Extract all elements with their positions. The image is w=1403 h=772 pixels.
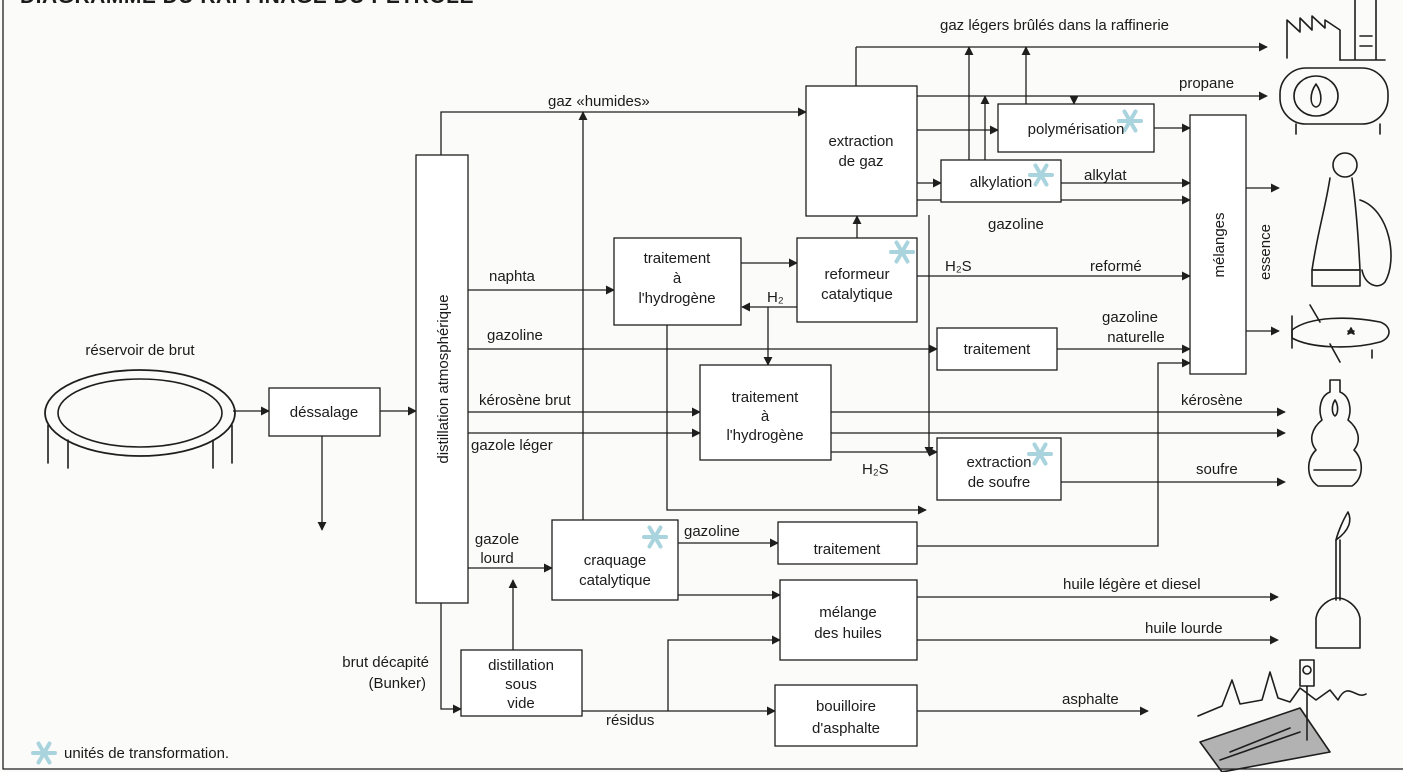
melange-huiles-box: [779, 579, 918, 661]
traitement-gazoline-box: [936, 327, 1058, 371]
melange-huiles-label-1: mélange: [819, 604, 877, 621]
bouilloire-asphalte-box: [774, 684, 918, 747]
oil-can-icon: [1315, 511, 1361, 649]
legend-star-icon: [31, 741, 57, 765]
alkylation-label: alkylation: [970, 174, 1033, 191]
gaz-humides-label: gaz «humides»: [548, 93, 650, 110]
extraction-gaz-label-2: de gaz: [838, 153, 883, 170]
legend-text: unités de transformation.: [64, 745, 229, 762]
craquage-label-1: craquage: [584, 552, 647, 569]
road-landscape-icon: [1197, 659, 1367, 772]
gazoline-label: gazoline: [487, 327, 543, 344]
gazoline-naturelle-label-1: gazoline: [1102, 309, 1158, 326]
refinery-factory-icon: [1286, 0, 1386, 61]
traitement-h2-2-label-1: traitement: [732, 389, 800, 406]
extraction-soufre-label-2: de soufre: [968, 474, 1031, 491]
traitement-h2-1-label-3: l'hydrogène: [638, 290, 715, 307]
brut-decapite-label-1: brut décapité: [342, 654, 429, 671]
propane-tank-icon: [1279, 67, 1389, 135]
gazoline-extraction-label: gazoline: [988, 216, 1044, 233]
traitement-craquage-label: traitement: [814, 541, 882, 558]
flow-labels: gaz légers brûlés dans la raffinerie pro…: [342, 17, 1274, 729]
distillation-atm-label: distillation atmosphérique: [435, 294, 452, 463]
asphalte-label: asphalte: [1062, 691, 1119, 708]
flow-lines: [233, 42, 1286, 716]
h2-label: H₂: [767, 289, 784, 306]
h2s-2-label: H₂S: [862, 461, 889, 478]
soufre-label: soufre: [1196, 461, 1238, 478]
oil-lamp-icon: [1307, 379, 1363, 487]
gazoline-naturelle-label-2: naturelle: [1107, 329, 1165, 346]
diagram-title: DIAGRAMME DU RAFFINAGE DU PÉTROLE: [20, 0, 474, 8]
essence-label: essence: [1257, 224, 1274, 280]
gazole-leger-label: gazole léger: [471, 437, 553, 454]
melanges-label: mélanges: [1211, 212, 1228, 277]
reformeur-label-1: reformeur: [824, 266, 889, 283]
h2s-1-label: H₂S: [945, 258, 972, 275]
huile-lourde-label: huile lourde: [1145, 620, 1223, 637]
unit-labels: réservoir de brut déssalage distillation…: [85, 121, 1228, 737]
airplane-icon: [1291, 304, 1390, 363]
dessalage-box: [268, 387, 381, 437]
polymerisation-label: polymérisation: [1028, 121, 1125, 138]
bouilloire-label-2: d'asphalte: [812, 720, 880, 737]
traitement-hydrogene-2-box: [699, 364, 832, 461]
traitement-h2-1-label-1: traitement: [644, 250, 712, 267]
naphta-label: naphta: [489, 268, 536, 285]
brut-decapite-label-2: (Bunker): [368, 675, 426, 692]
gaz-legers-label: gaz légers brûlés dans la raffinerie: [940, 17, 1169, 34]
distillation-atmospherique-box: [415, 154, 469, 604]
huile-legere-label: huile légère et diesel: [1063, 576, 1201, 593]
extraction-soufre-label-1: extraction: [966, 454, 1031, 471]
gas-pump-icon: [1311, 152, 1392, 287]
distillation-vide-label-1: distillation: [488, 657, 554, 674]
extraction-soufre-box: [936, 437, 1062, 501]
extraction-gaz-box: [805, 85, 918, 217]
gazole-lourd-label-2: lourd: [480, 550, 513, 567]
traitement-craquage-box: [777, 521, 918, 565]
melange-huiles-label-2: des huiles: [814, 625, 882, 642]
melanges-box: [1189, 114, 1247, 375]
traitement-gazoline-label: traitement: [964, 341, 1032, 358]
alkylation-box: [940, 159, 1062, 203]
reforme-label: reformé: [1090, 258, 1142, 275]
kerosene-label: kérosène: [1181, 392, 1243, 409]
extraction-gaz-label-1: extraction: [828, 133, 893, 150]
gazoline-craquage-label: gazoline: [684, 523, 740, 540]
reservoir-brut-icon: [44, 369, 236, 469]
distillation-sous-vide-box: [460, 649, 583, 717]
reformeur-label-2: catalytique: [821, 286, 893, 303]
dessalage-label: déssalage: [290, 404, 358, 421]
traitement-h2-2-label-2: à: [761, 408, 770, 425]
distillation-vide-label-2: sous: [505, 676, 537, 693]
alkylat-label: alkylat: [1084, 167, 1127, 184]
traitement-h2-1-label-2: à: [673, 270, 682, 287]
propane-label: propane: [1179, 75, 1234, 92]
distillation-vide-label-3: vide: [507, 695, 535, 712]
reservoir-label: réservoir de brut: [85, 342, 195, 359]
traitement-hydrogene-1-box: [613, 237, 742, 326]
traitement-h2-2-label-3: l'hydrogène: [726, 427, 803, 444]
bouilloire-label-1: bouilloire: [816, 698, 876, 715]
residus-label: résidus: [606, 712, 654, 729]
craquage-label-2: catalytique: [579, 572, 651, 589]
kerosene-brut-label: kérosène brut: [479, 392, 572, 409]
gazole-lourd-label-1: gazole: [475, 531, 519, 548]
